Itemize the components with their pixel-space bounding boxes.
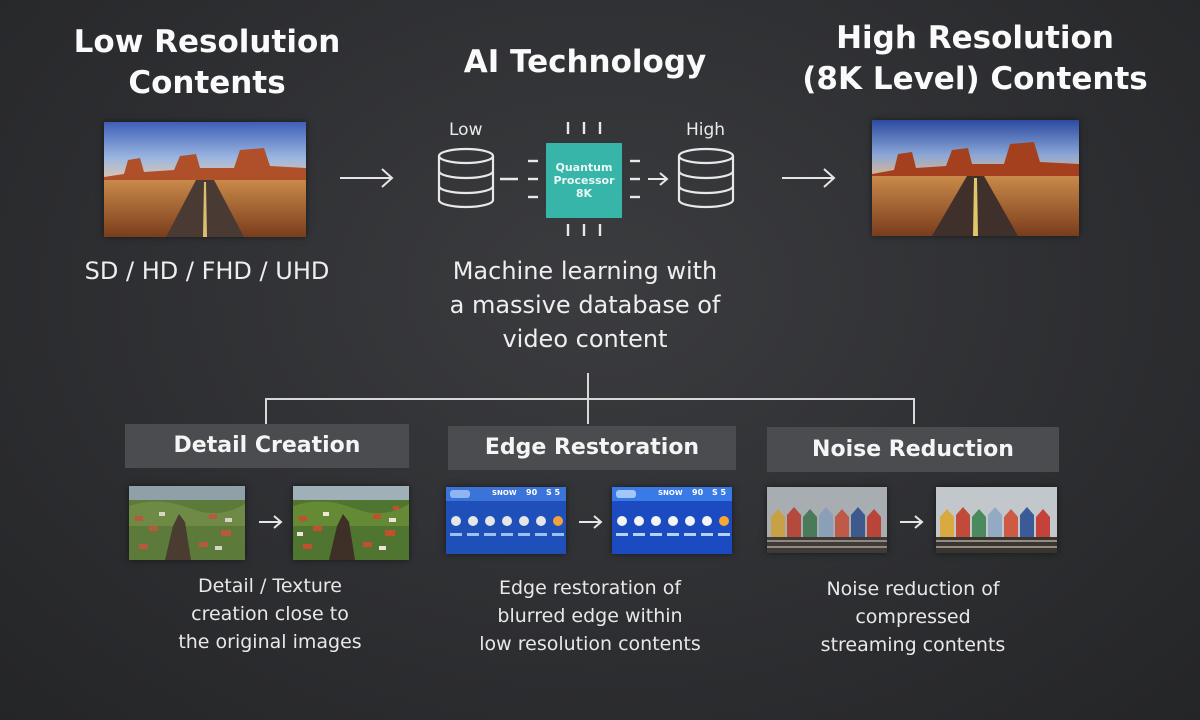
weather-temp-label: 90 [526,488,538,497]
machine-learning-description: Machine learning with a massive database… [420,254,750,356]
connector-center-drop [587,398,589,424]
high-database-icon [677,147,735,209]
description-line1: Machine learning with [452,257,718,285]
weather-snow-label: SNOW [658,489,683,497]
detail-creation-title: Detail Creation [173,433,361,458]
quantum-processor-chip: Quantum Processor 8K [546,143,622,218]
detail-before-image [129,486,245,560]
edge-caption-line2: blurred edge within [497,605,683,627]
edge-restoration-header [448,426,736,470]
edge-restoration-caption: Edge restoration of blurred edge within … [460,574,720,658]
noise-caption-line3: streaming contents [820,634,1006,656]
detail-creation-caption: Detail / Texture creation close to the o… [145,572,395,656]
high-resolution-title-line1: High Resolution [836,20,1114,56]
low-resolution-title-line1: Low Resolution [73,24,341,60]
connector-right-drop [913,398,915,424]
high-resolution-title: High Resolution (8K Level) Contents [800,18,1150,100]
noise-reduction-title: Noise Reduction [812,437,1014,462]
noise-caption-line1: Noise reduction of [826,578,1000,600]
arrow-right-icon [900,515,924,529]
detail-creation-header [125,424,409,468]
detail-caption-line3: the original images [178,631,362,653]
noise-before-image [767,487,887,553]
connector-stem [587,373,589,400]
detail-caption-line2: creation close to [191,603,349,625]
high-res-landscape-image [872,120,1079,236]
description-line2: a massive database of [449,291,721,319]
low-database-icon [437,147,495,209]
noise-caption-line2: compressed [855,606,971,628]
ai-technology-title: AI Technology [463,44,707,80]
detail-caption-line1: Detail / Texture [197,575,342,597]
noise-after-image [936,487,1057,553]
low-resolution-title: Low Resolution Contents [62,22,352,104]
high-resolution-title-line2: (8K Level) Contents [802,61,1148,97]
high-label: High [686,120,726,140]
arrow-right-icon [782,168,836,188]
arrow-right-icon [579,515,603,529]
edge-after-image: SNOW 90 S 5 [612,487,732,554]
low-resolution-title-line2: Contents [128,65,286,101]
arrow-right-icon [259,515,283,529]
noise-reduction-caption: Noise reduction of compressed streaming … [783,575,1043,659]
edge-caption-line1: Edge restoration of [498,577,682,599]
low-res-landscape-image [104,122,306,237]
weather-temp-label: 90 [692,488,704,497]
edge-caption-line3: low resolution contents [479,633,701,655]
weather-s-label: S 5 [712,488,727,497]
edge-before-image: SNOW 90 S 5 [446,487,566,554]
connector-horizontal [265,398,915,400]
weather-s-label: S 5 [546,488,561,497]
processor-pins-icon [500,122,669,236]
connector-left-drop [265,398,267,424]
edge-restoration-title: Edge Restoration [484,435,700,460]
low-label: Low [449,120,483,140]
weather-snow-label: SNOW [492,489,517,497]
resolution-formats: SD / HD / FHD / UHD [84,257,330,285]
arrow-right-icon [340,168,394,188]
description-line3: video content [502,325,668,353]
detail-after-image [293,486,409,560]
noise-reduction-header [767,427,1059,472]
